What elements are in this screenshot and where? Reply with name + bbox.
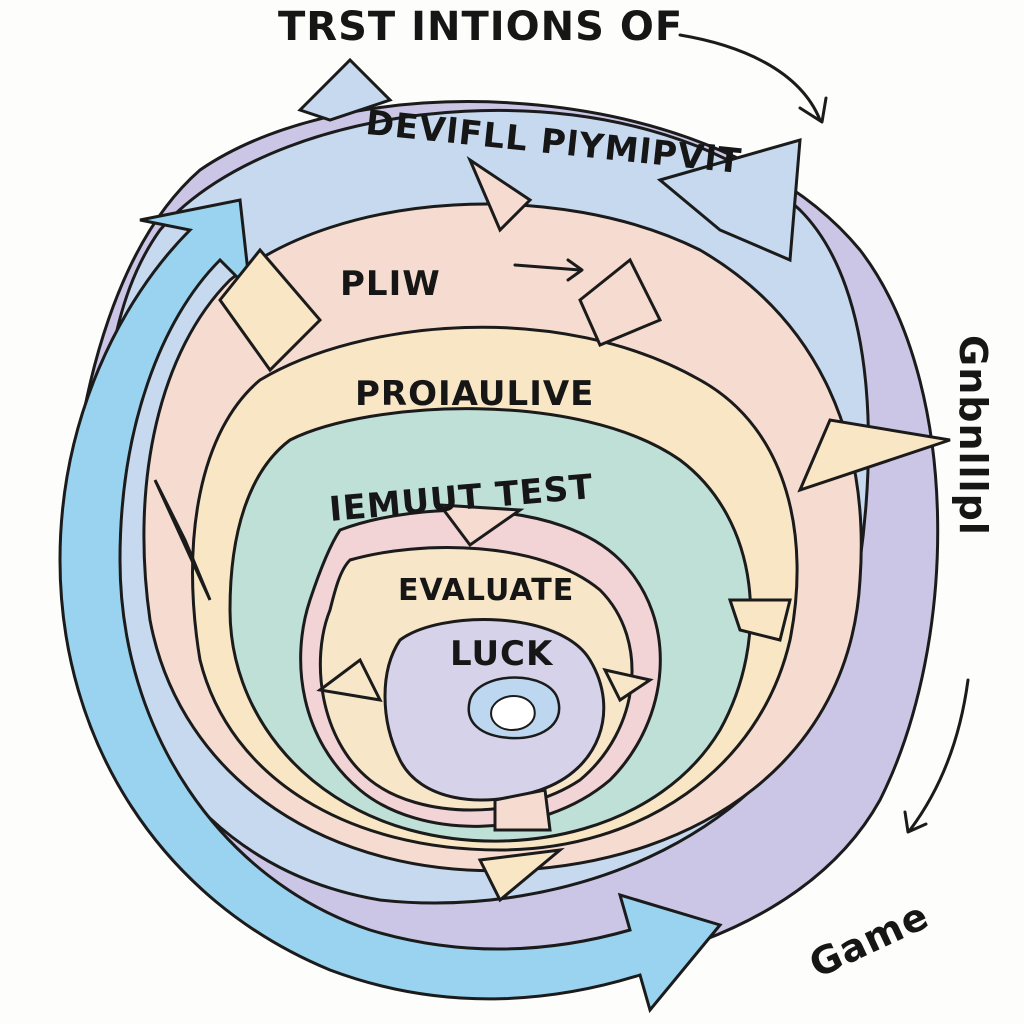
side-label: Gnbnlllpl xyxy=(951,335,995,536)
left-swoop-arrow xyxy=(153,479,212,601)
pliw-arrow xyxy=(513,258,584,282)
outer-spiral-arrow xyxy=(58,198,723,1014)
side-curve-arrow xyxy=(903,678,970,834)
diagram-title: TRST INTIONS OF xyxy=(278,4,683,50)
title-curve-arrow xyxy=(678,33,828,124)
top-left-arrowhead xyxy=(297,57,393,122)
bottom-arrowhead xyxy=(477,847,565,903)
inner-arrowhead-bottom xyxy=(493,788,552,832)
peach-arrowhead-right xyxy=(578,257,663,347)
bottom-label: Game xyxy=(803,893,936,986)
ring-label-proiaulive: PROIAULIVE xyxy=(355,374,594,414)
ring-label-pliw: PLIW xyxy=(340,264,441,304)
right-top-arrowhead xyxy=(656,137,802,263)
yellow-arrowhead-lower-right xyxy=(727,598,792,642)
yellow-arrowhead-left xyxy=(218,247,323,373)
ring-label-evaluate: EVALUATE xyxy=(398,573,574,608)
ring-label-luck: LUCK xyxy=(450,634,554,674)
yellow-arrowhead-right xyxy=(797,418,951,493)
peach-arrowhead-top xyxy=(466,155,533,233)
inner-arrowhead-left xyxy=(316,657,383,702)
center-icon xyxy=(467,676,561,740)
inner-arrowhead-top xyxy=(436,503,525,548)
inner-arrowhead-right xyxy=(602,667,654,703)
